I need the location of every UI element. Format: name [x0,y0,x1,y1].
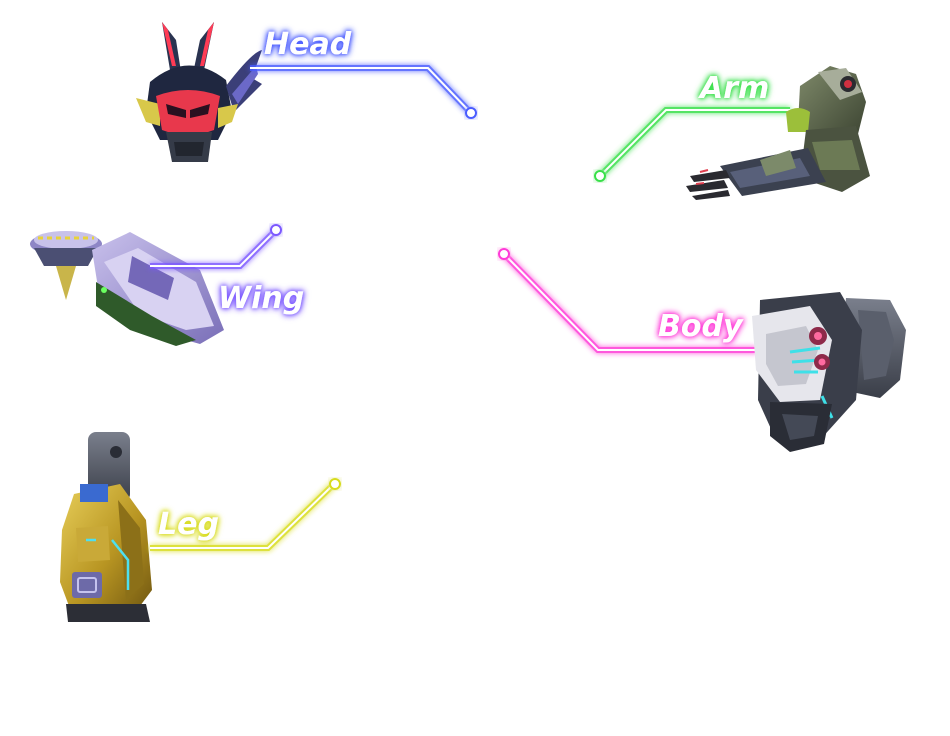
head-anchor-dot [465,107,477,119]
part-leg: Leg [60,432,341,622]
leg-anchor-dot [329,478,341,490]
wing-label: Wing [218,281,304,316]
mecha-arm-icon [686,66,870,200]
mecha-body-icon [752,292,906,452]
head-label: Head [264,27,352,62]
body-label: Body [658,309,744,344]
body-anchor-dot [498,248,510,260]
part-body: Body [498,248,906,452]
mecha-wing-icon [30,231,224,346]
part-head: Head [136,22,477,162]
arm-anchor-dot [594,170,606,182]
mecha-leg-icon [60,432,152,622]
leg-label: Leg [158,507,219,542]
mecha-head-icon [136,22,262,162]
part-wing: Wing [30,224,304,346]
part-arm: Arm [594,66,870,200]
head-leader-line [250,65,473,115]
wing-anchor-dot [270,224,282,236]
arm-label: Arm [698,71,769,106]
